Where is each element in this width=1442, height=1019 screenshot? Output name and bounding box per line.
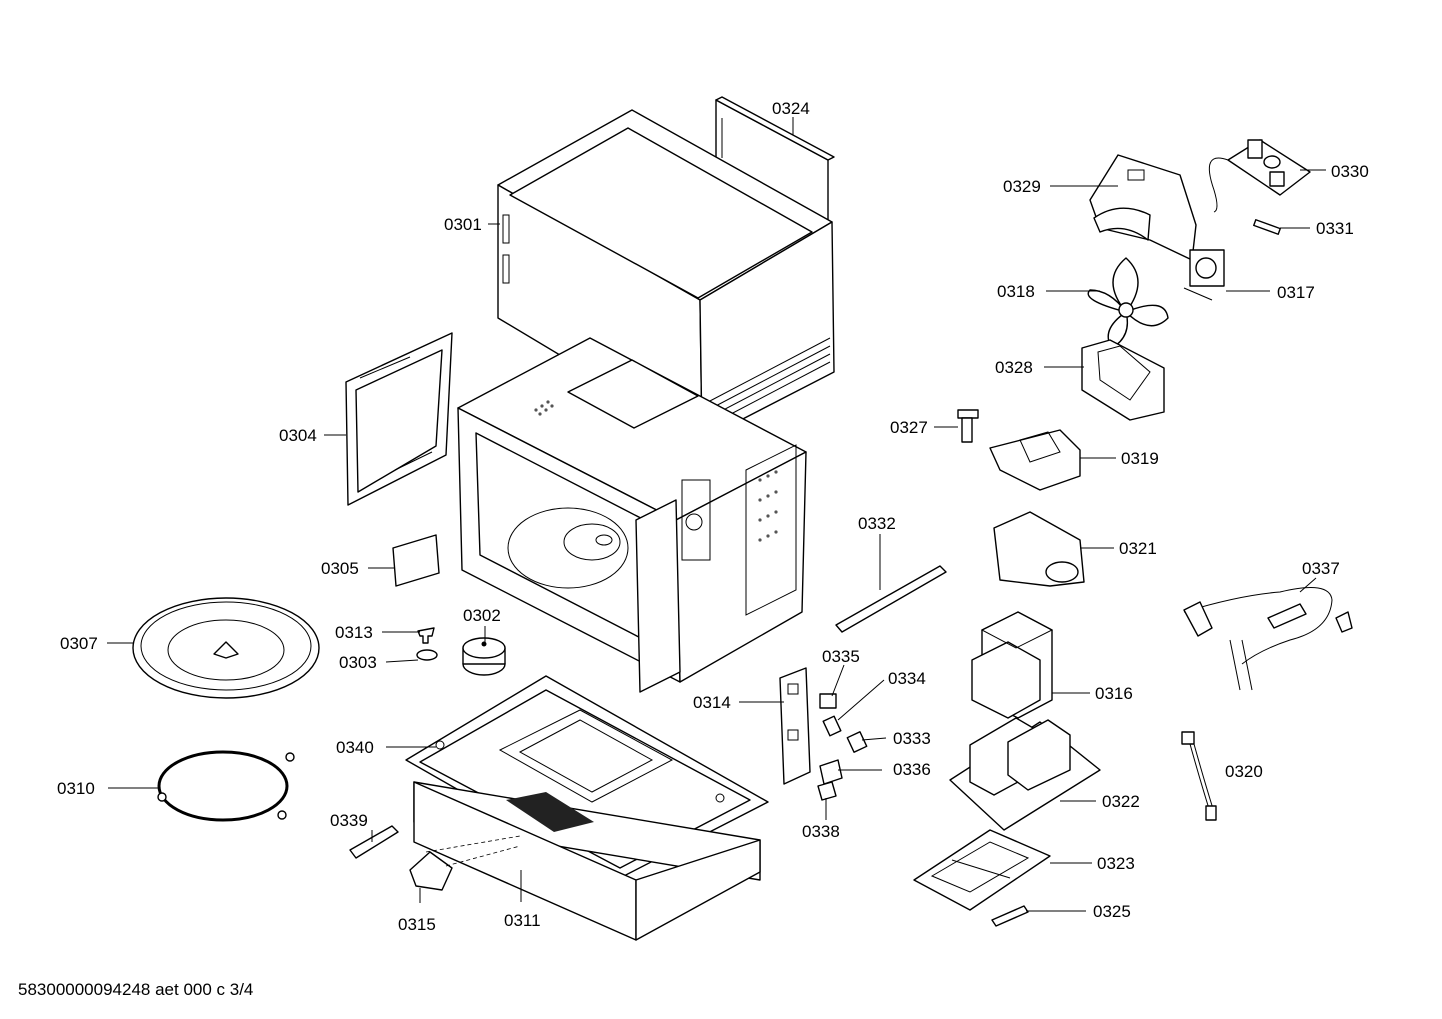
leader-lines	[107, 117, 1326, 912]
label-0314: 0314	[693, 693, 731, 712]
label-0311: 0311	[504, 911, 541, 930]
part-0338-clip	[817, 781, 837, 801]
part-0336-lever	[819, 759, 843, 785]
part-0335-switch	[819, 693, 837, 709]
label-0336: 0336	[893, 760, 931, 779]
part-0310-roller-ring	[157, 750, 295, 822]
label-0338: 0338	[802, 822, 840, 841]
label-0332: 0332	[858, 514, 896, 533]
label-0318: 0318	[997, 282, 1035, 301]
part-0328-duct-shield	[1081, 339, 1165, 421]
part-0318-fan-blade	[1087, 257, 1169, 349]
label-0317: 0317	[1277, 283, 1315, 302]
part-0319-bracket	[989, 429, 1081, 491]
label-0321: 0321	[1119, 539, 1157, 558]
label-0330: 0330	[1331, 162, 1369, 181]
part-0307-glass-plate	[132, 597, 320, 699]
part-0314-latch-frame	[779, 667, 811, 785]
part-0302-motor	[462, 637, 506, 676]
label-0325: 0325	[1093, 902, 1131, 921]
label-0329: 0329	[1003, 177, 1041, 196]
label-0316: 0316	[1095, 684, 1133, 703]
part-0320-cable	[1181, 731, 1217, 821]
part-0327-lamp	[957, 409, 979, 443]
part-0322-transformer-board	[949, 717, 1101, 831]
label-0303: 0303	[339, 653, 377, 672]
part-0325-clip	[991, 905, 1029, 927]
part-0303-ring	[416, 649, 438, 661]
label-0323: 0323	[1097, 854, 1135, 873]
part-0323-bracket-tray	[913, 829, 1051, 911]
label-0319: 0319	[1121, 449, 1159, 468]
label-0315: 0315	[398, 915, 436, 934]
label-0322: 0322	[1102, 792, 1140, 811]
part-0330-filter-board	[1208, 139, 1311, 213]
oven-cavity-body	[457, 337, 807, 693]
part-0339-bracket	[349, 825, 399, 859]
label-0302: 0302	[463, 606, 501, 625]
label-0334: 0334	[888, 669, 926, 688]
label-0328: 0328	[995, 358, 1033, 377]
label-0331: 0331	[1316, 219, 1354, 238]
label-0327: 0327	[890, 418, 928, 437]
label-0301: 0301	[444, 215, 482, 234]
label-0304: 0304	[279, 426, 317, 445]
label-0340: 0340	[336, 738, 374, 757]
label-0305: 0305	[321, 559, 359, 578]
part-0334-switch	[822, 715, 842, 737]
part-0305-plate	[392, 534, 440, 587]
part-0316-magnetron	[971, 611, 1054, 719]
part-0324-back-panel	[715, 96, 835, 226]
label-0335: 0335	[822, 647, 860, 666]
label-0339: 0339	[330, 811, 368, 830]
part-0315-foot	[409, 851, 453, 891]
part-0304-frame	[345, 332, 453, 506]
part-0332-rail	[835, 565, 947, 633]
part-0313-coupler	[417, 627, 435, 644]
label-0313: 0313	[335, 623, 373, 642]
label-0310: 0310	[57, 779, 95, 798]
part-0329-air-duct	[1089, 154, 1197, 261]
label-0337: 0337	[1302, 559, 1340, 578]
part-0337-power-cord	[1183, 587, 1353, 691]
part-0331-fuse	[1253, 219, 1281, 235]
part-0317-fan-motor	[1183, 249, 1225, 301]
part-0321-duct	[993, 511, 1085, 587]
part-0301-outer-casing	[497, 109, 835, 443]
part-0333-switch	[846, 731, 868, 753]
part-labels: 0324 0301 0304 0305 0307 0313 0303 0302 …	[57, 99, 1369, 934]
label-0324: 0324	[772, 99, 810, 118]
part-0311-bottom-tray	[413, 781, 761, 941]
document-footer-code: 58300000094248 aet 000 c 3/4	[18, 980, 254, 999]
label-0320: 0320	[1225, 762, 1263, 781]
label-0333: 0333	[893, 729, 931, 748]
label-0307: 0307	[60, 634, 98, 653]
